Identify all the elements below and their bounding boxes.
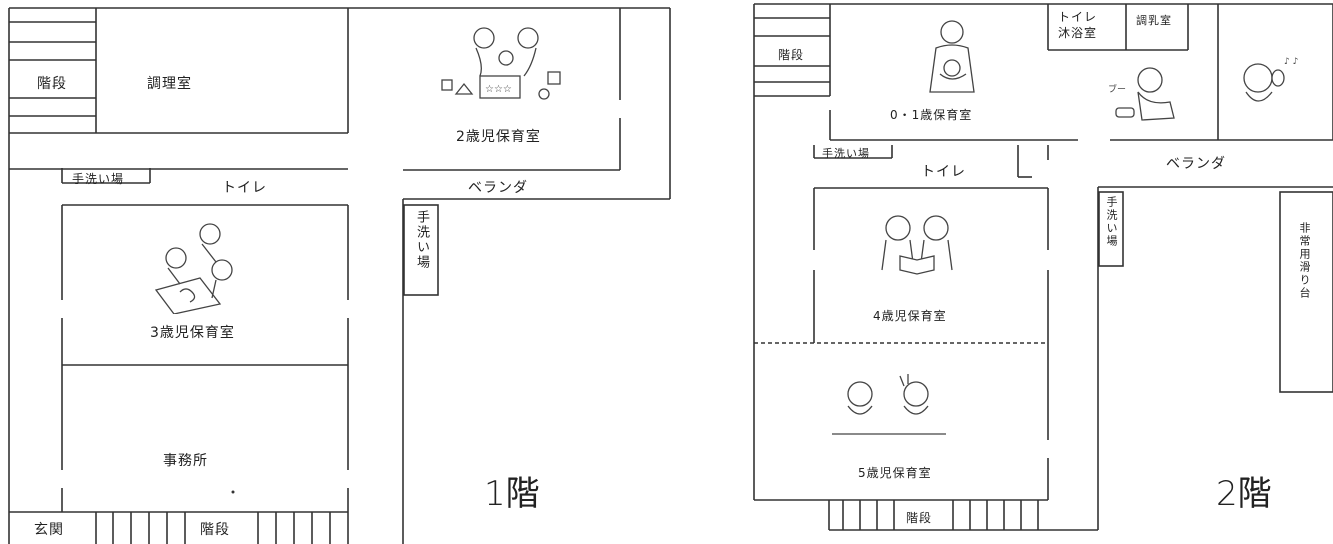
f1-stairs-bottom-label: 階段 (200, 522, 230, 538)
f1-stairs-top-label: 階段 (37, 76, 67, 92)
f2-nursing-room-label: 調乳室 (1136, 14, 1172, 27)
mother-with-baby-illustration (922, 18, 980, 100)
children-reading-illustration (872, 210, 962, 278)
f1-kitchen-label: 調理室 (147, 76, 192, 92)
children-crafting-illustration (832, 372, 946, 440)
f2-handwash-top-label: 手洗い場 (822, 147, 870, 160)
f1-entrance-label: 玄関 (34, 522, 64, 538)
f2-toilet-label: トイレ (921, 164, 966, 180)
floor1-walls (8, 7, 671, 544)
f2-age4-room-label: 4歳児保育室 (873, 309, 947, 323)
f1-age2-room-label: 2歳児保育室 (456, 129, 541, 145)
svg-text:☆☆☆: ☆☆☆ (485, 84, 512, 95)
f1-handwash-top-label: 手洗い場 (72, 172, 125, 186)
f2-handwash-side-label: 手洗い場 (1105, 196, 1118, 248)
svg-text:ブー: ブー (1108, 83, 1126, 95)
f1-handwash-side-label: 手洗い場 (414, 210, 429, 270)
baby-with-rattle-illustration: ♪ ♪ (1232, 52, 1312, 120)
f2-age5-room-label: 5歳児保育室 (858, 466, 932, 480)
floor2-walls (753, 3, 1333, 531)
f2-emergency-slide-label: 非常用滑り台 (1298, 222, 1311, 300)
f1-age3-room-label: 3歳児保育室 (150, 325, 235, 341)
f1-veranda-label: ベランダ (468, 180, 528, 196)
f1-office-label: 事務所 (163, 453, 208, 469)
children-drawing-illustration (150, 222, 242, 315)
svg-text:♪ ♪: ♪ ♪ (1284, 57, 1298, 67)
children-playing-blocks-illustration: ☆☆☆ (440, 18, 566, 102)
crawling-baby-illustration: ブー (1108, 62, 1180, 128)
f2-stairs-top-label: 階段 (778, 48, 805, 62)
f1-toilet-label: トイレ (222, 180, 267, 196)
floor1-title: 1階 (484, 474, 540, 514)
f2-age01-room-label: 0・1歳保育室 (890, 108, 973, 122)
f2-toilet-bath-label: トイレ 沐浴室 (1058, 10, 1098, 40)
floor2-title: 2階 (1216, 474, 1272, 514)
f2-stairs-bottom-label: 階段 (906, 511, 933, 525)
f2-veranda-label: ベランダ (1166, 156, 1226, 172)
